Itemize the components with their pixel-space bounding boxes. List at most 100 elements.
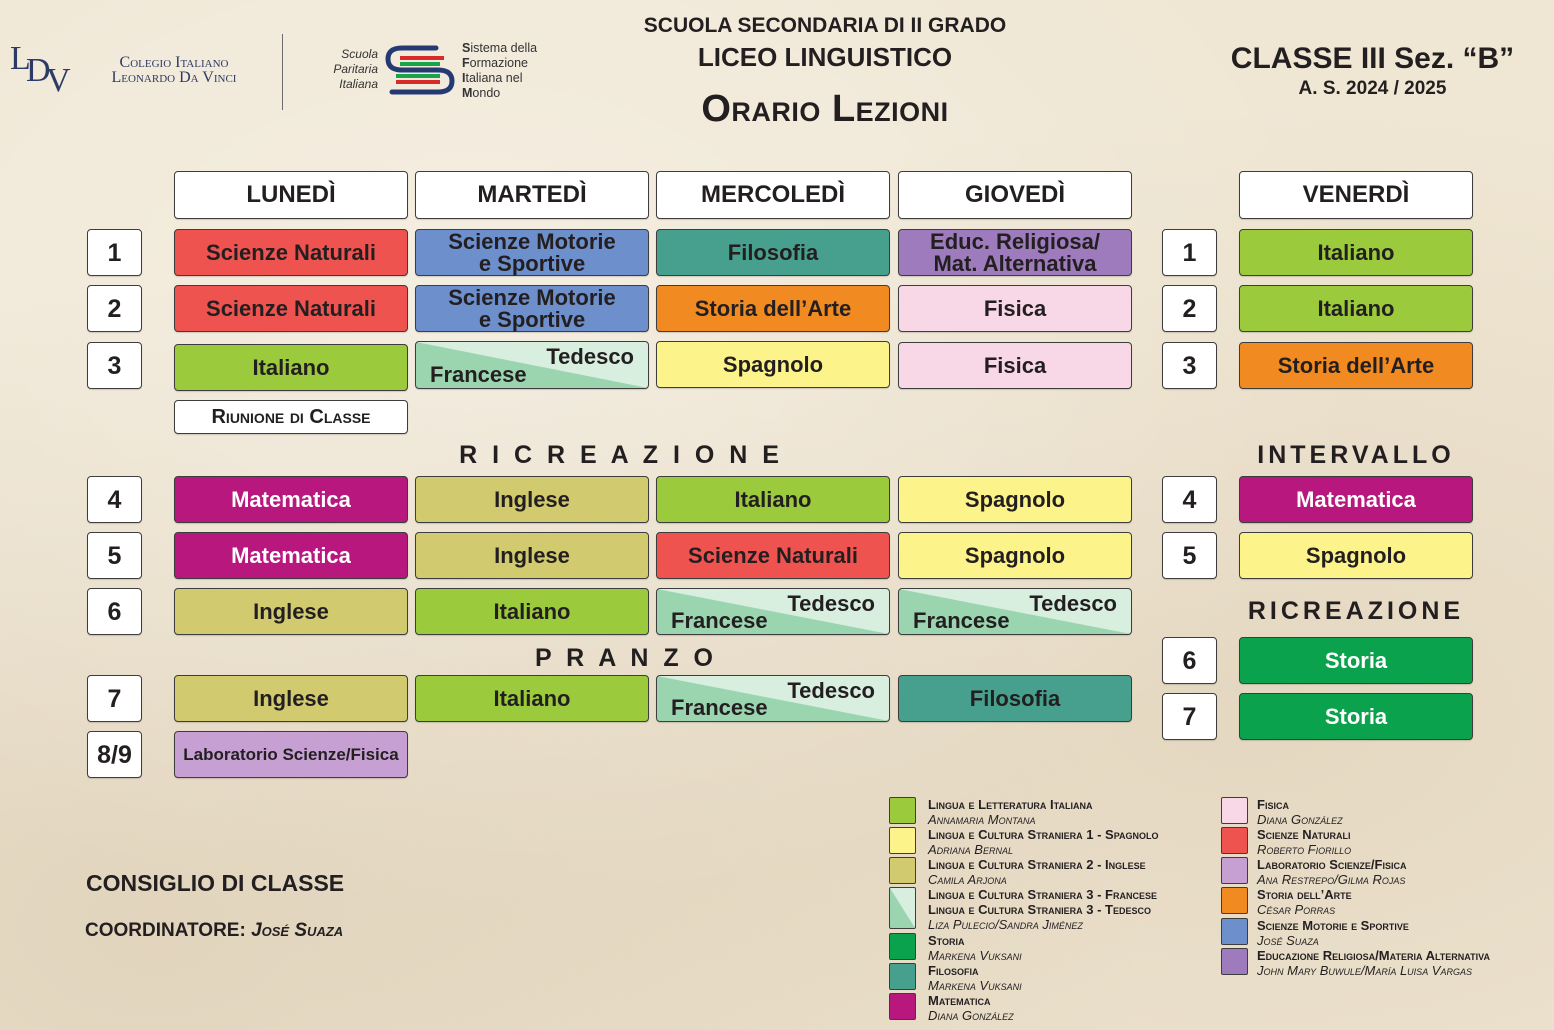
period-number: 4	[87, 476, 142, 523]
legend-title: Storia	[928, 933, 965, 948]
spi-right-line: Italiana nel	[462, 71, 537, 86]
legend-swatch	[889, 963, 916, 990]
split-label-tedesco: Tedesco	[787, 591, 875, 616]
period-number-friday: 6	[1162, 637, 1217, 684]
lesson-thursday-2: Fisica	[898, 285, 1132, 332]
spi-left-line: Paritaria	[333, 62, 378, 76]
lesson-tuesday-2: Scienze Motorie e Sportive	[415, 285, 649, 332]
lesson-monday-8-9: Laboratorio Scienze/Fisica	[174, 731, 408, 778]
split-label-tedesco: Tedesco	[1029, 591, 1117, 616]
lesson-wednesday-5: Scienze Naturali	[656, 532, 890, 579]
spi-initial: S	[462, 41, 471, 55]
lesson-thursday-6-split: Tedesco Francese	[898, 588, 1132, 635]
period-number-friday: 1	[1162, 229, 1217, 276]
lesson-wednesday-7-split: Tedesco Francese	[656, 675, 890, 722]
split-label-francese: Francese	[671, 695, 768, 720]
lesson-wednesday-4: Italiano	[656, 476, 890, 523]
period-number: 1	[87, 229, 142, 276]
lesson-monday-7: Inglese	[174, 675, 408, 722]
spi-left-line: Italiana	[339, 77, 378, 91]
lesson-friday-2: Italiano	[1239, 285, 1473, 332]
ldv-name-line1: Colegio Italiano	[119, 54, 229, 71]
band-intervallo: INTERVALLO	[1257, 441, 1455, 469]
legend-title: Laboratorio Scienze/Fisica	[1257, 857, 1407, 872]
spi-books-logo-icon	[385, 45, 455, 95]
legend-teacher: José Suaza	[1257, 933, 1319, 948]
riunione-di-classe: Riunione di Classe	[174, 400, 408, 434]
page-title: Orario Lezioni	[701, 88, 949, 130]
period-number: 6	[87, 588, 142, 635]
ldv-letter-l: L	[10, 40, 31, 77]
period-number: 8/9	[87, 731, 142, 778]
day-header-thursday: GIOVEDÌ	[898, 171, 1132, 219]
band-ricreazione-friday: RICREAZIONE	[1247, 597, 1465, 625]
legend-teacher: John Mary Buwule/María Luisa Vargas	[1257, 963, 1472, 978]
lesson-wednesday-2: Storia dell’Arte	[656, 285, 890, 332]
lesson-wednesday-1: Filosofia	[656, 229, 890, 276]
legend-teacher: Adriana Bernal	[928, 842, 1013, 857]
spi-rest: istema della	[470, 41, 538, 55]
period-number: 3	[87, 342, 142, 389]
day-header-tuesday: MARTEDÌ	[415, 171, 649, 219]
split-label-tedesco: Tedesco	[787, 678, 875, 703]
legend-swatch	[889, 993, 916, 1020]
legend-swatch	[889, 857, 916, 884]
lesson-friday-1: Italiano	[1239, 229, 1473, 276]
lesson-tuesday-6: Italiano	[415, 588, 649, 635]
spi-rest: ormazione	[469, 56, 529, 70]
legend-title: Lingua e Cultura Straniera 2 - Inglese	[928, 857, 1146, 872]
band-pranzo: P R A N Z O	[535, 644, 715, 672]
split-label-francese: Francese	[913, 608, 1010, 633]
legend-title: Scienze Naturali	[1257, 827, 1351, 842]
legend-swatch	[1221, 827, 1248, 854]
ldv-name: Colegio Italiano Leonardo Da Vinci	[84, 54, 264, 86]
day-header-friday: VENERDÌ	[1239, 171, 1473, 219]
spi-right-text: Sistema della Formazione Italiana nel Mo…	[462, 41, 537, 101]
legend-teacher: Camila Arjona	[928, 872, 1007, 887]
day-header-monday: LUNEDÌ	[174, 171, 408, 219]
lesson-thursday-3: Fisica	[898, 342, 1132, 389]
legend-teacher: César Porras	[1257, 902, 1336, 917]
lesson-friday-4: Matematica	[1239, 476, 1473, 523]
legend-teacher: Diana González	[1257, 812, 1343, 827]
coordinatore-label: COORDINATORE:	[85, 920, 246, 941]
day-header-wednesday: MERCOLEDÌ	[656, 171, 890, 219]
spi-right-line: Mondo	[462, 86, 537, 101]
class-label: CLASSE III Sez. “B”	[1230, 42, 1515, 75]
spi-right-line: Formazione	[462, 56, 537, 71]
legend-title: Lingua e Cultura Straniera 3 - Tedesco	[928, 902, 1152, 917]
lesson-thursday-4: Spagnolo	[898, 476, 1132, 523]
lesson-wednesday-6-split: Tedesco Francese	[656, 588, 890, 635]
school-name: LICEO LINGUISTICO	[697, 42, 953, 72]
legend-swatch	[1221, 948, 1248, 975]
legend-title: Educazione Religiosa/Materia Alternativa	[1257, 948, 1490, 963]
legend-title: Storia dell’Arte	[1257, 887, 1352, 902]
spi-initial: F	[462, 56, 470, 70]
period-number-friday: 2	[1162, 285, 1217, 332]
coordinatore-name: José Suaza	[251, 920, 344, 941]
band-ricreazione: R I C R E A Z I O N E	[459, 441, 781, 469]
period-number: 7	[87, 675, 142, 722]
ldv-letter-v: V	[46, 62, 71, 99]
consiglio-di-classe: CONSIGLIO DI CLASSE	[86, 870, 345, 896]
legend-title: Fisica	[1257, 797, 1289, 812]
lesson-wednesday-3: Spagnolo	[656, 341, 890, 388]
header-divider	[282, 34, 283, 110]
lesson-tuesday-1: Scienze Motorie e Sportive	[415, 229, 649, 276]
lesson-friday-3: Storia dell’Arte	[1239, 342, 1473, 389]
lesson-monday-3: Italiano	[174, 344, 408, 391]
split-label-francese: Francese	[671, 608, 768, 633]
lesson-monday-1: Scienze Naturali	[174, 229, 408, 276]
lesson-monday-6: Inglese	[174, 588, 408, 635]
lesson-tuesday-5: Inglese	[415, 532, 649, 579]
period-number: 2	[87, 285, 142, 332]
lesson-friday-7: Storia	[1239, 693, 1473, 740]
legend-swatch	[1221, 887, 1248, 914]
ldv-name-line2: Leonardo Da Vinci	[111, 69, 237, 86]
lesson-monday-5: Matematica	[174, 532, 408, 579]
legend-title: Lingua e Cultura Straniera 1 - Spagnolo	[928, 827, 1159, 842]
ldv-logo: L D V	[10, 42, 76, 98]
spi-initial: I	[462, 71, 466, 85]
lesson-thursday-5: Spagnolo	[898, 532, 1132, 579]
legend-title: Matematica	[928, 993, 991, 1008]
